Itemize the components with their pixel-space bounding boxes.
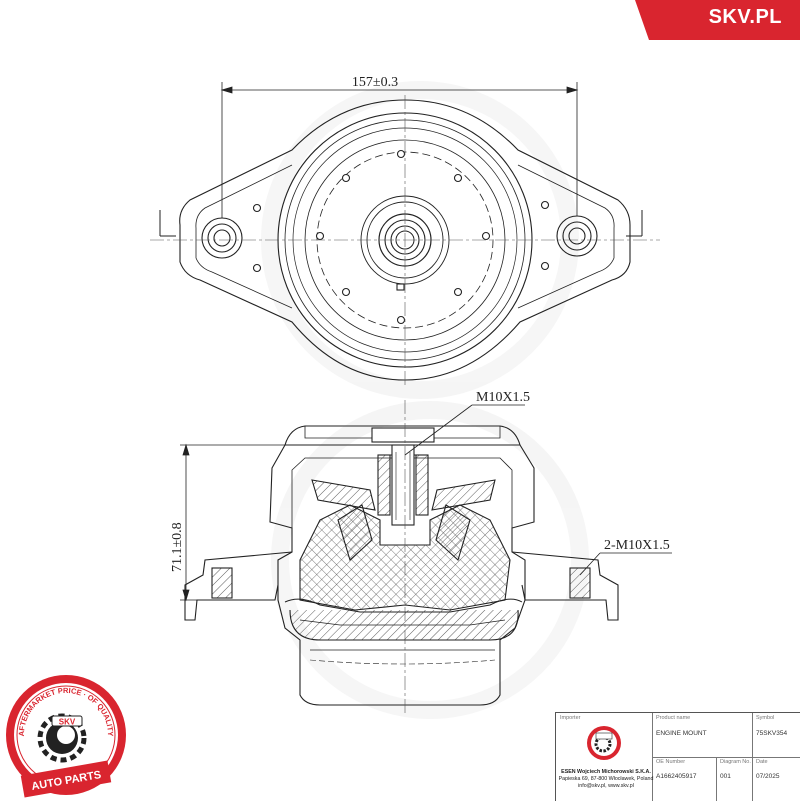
brand-name: SKV.PL — [708, 6, 782, 28]
symbol-value: 75SKV354 — [756, 730, 788, 737]
product-name: ENGINE MOUNT — [656, 730, 707, 737]
width-dimension-label: 157±0.3 — [352, 75, 398, 90]
diagram-number: 001 — [720, 773, 731, 780]
product-label: Product name — [656, 715, 691, 721]
left-foot — [184, 551, 293, 621]
side-thread-label: 2-M10X1.5 — [604, 538, 670, 553]
top-view — [150, 82, 660, 385]
skv-mini-logo — [587, 726, 621, 760]
oe-label: OE Number — [656, 759, 686, 765]
quality-seal: AFTERMARKET PRICE · OF QUALITY SKV AUTO … — [6, 675, 126, 798]
importer-line: ESEN Wojciech Michorowski S.K.A. — [561, 769, 651, 775]
importer-address: ESEN Wojciech Michorowski S.K.A. Papiesk… — [558, 769, 654, 790]
diagram-label: Diagram No. — [720, 759, 751, 765]
right-foot — [511, 551, 619, 621]
left-bolt-hole — [201, 217, 243, 259]
title-block: Importer ESEN Wojciech Michorowski S.K.A… — [555, 712, 800, 801]
section-view — [180, 400, 672, 715]
center-stud — [391, 444, 415, 526]
symbol-label: Symbol — [756, 715, 775, 721]
height-dimension — [180, 443, 290, 602]
small-holes — [252, 149, 550, 325]
date-value: 07/2025 — [756, 773, 780, 780]
flange-outline — [179, 99, 631, 381]
oe-number: A1662405917 — [656, 773, 697, 780]
brand-badge — [635, 0, 800, 40]
width-dimension — [220, 82, 579, 218]
center-thread-label: M10X1.5 — [476, 390, 530, 405]
date-label: Date — [756, 759, 768, 765]
importer-line: info@skv.pl, www.skv.pl — [578, 783, 634, 789]
seal-logo: SKV — [59, 718, 76, 727]
housing-outline — [269, 444, 535, 706]
importer-label: Importer — [560, 715, 581, 721]
height-dimension-label: 71.1±0.8 — [170, 522, 185, 572]
importer-line: Papieska 69, 87-800 Włocławek, Poland — [558, 776, 654, 782]
